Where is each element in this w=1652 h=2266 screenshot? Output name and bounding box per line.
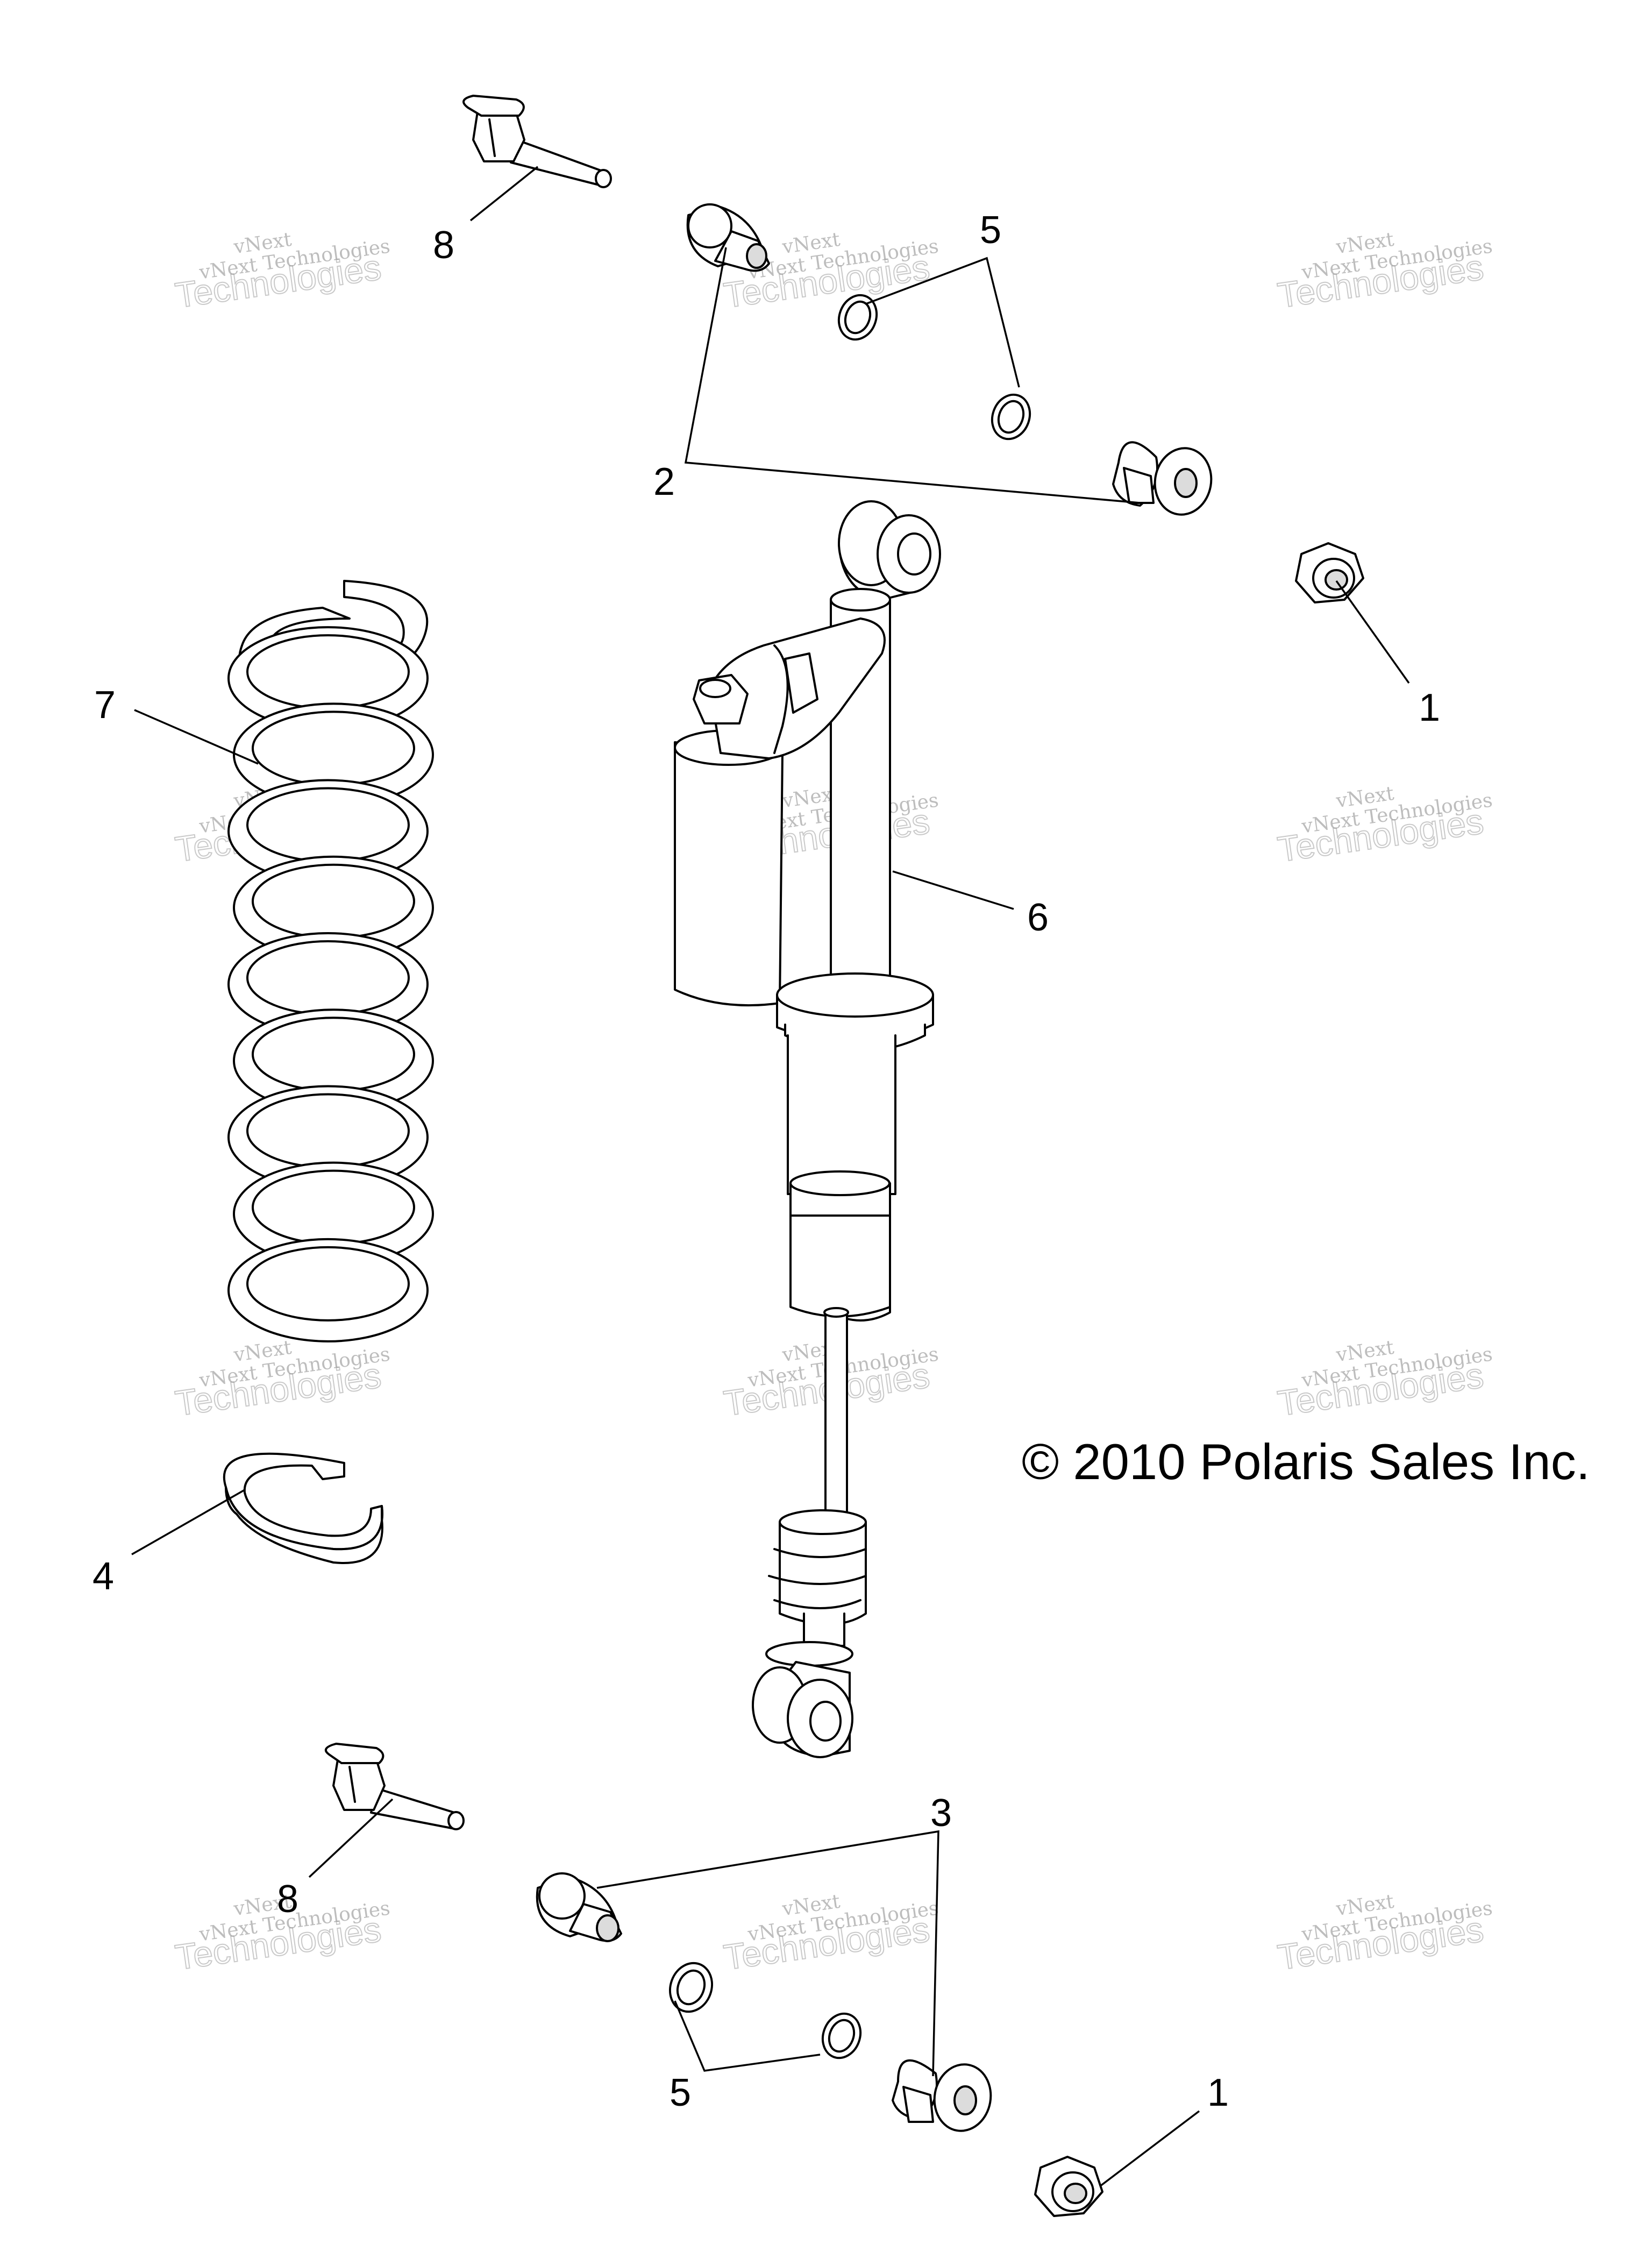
callout-bushing-top: 2	[653, 460, 675, 503]
spring-retainer	[223, 1452, 383, 1564]
callout-bolt-top: 8	[433, 224, 454, 267]
bushing-bottom-left	[536, 1872, 622, 1942]
watermark: Technologies vNext vNext Technologies	[1274, 229, 1494, 316]
bolt-bottom	[324, 1743, 465, 1830]
callout-bushing-bottom: 3	[930, 1792, 952, 1835]
rings-top	[837, 294, 1031, 441]
callout-nut-bottom: 1	[1207, 2071, 1229, 2114]
callout-nut-top: 1	[1419, 686, 1440, 729]
watermark: Technologies vNext vNext Technologies	[721, 1891, 940, 1978]
callout-spring: 7	[94, 684, 116, 727]
nut-bottom	[1034, 2156, 1103, 2217]
watermark: Technologies vNext vNext Technologies	[1274, 783, 1494, 870]
callouts: 8 5 2 1 7 6 4 3 8 5 1	[92, 209, 1440, 2114]
nut-top	[1295, 542, 1364, 603]
callout-bolt-bottom: 8	[277, 1878, 298, 1921]
watermark: Technologies vNext vNext Technologies	[1274, 1891, 1494, 1978]
spring	[227, 580, 434, 1342]
copyright-notice: © 2010 Polaris Sales Inc.	[1022, 1433, 1590, 1490]
bolt-top	[462, 95, 612, 188]
watermark: Technologies vNext vNext Technologies	[172, 229, 391, 316]
bushing-top-right	[1112, 441, 1213, 516]
callout-retainer: 4	[92, 1555, 114, 1598]
shock-absorber	[674, 500, 941, 1758]
bushing-top-left	[686, 203, 770, 272]
callout-ring-top: 5	[980, 209, 1001, 252]
leader-lines	[131, 166, 1410, 2187]
watermark: Technologies vNext vNext Technologies	[1274, 1337, 1494, 1424]
rings-bottom	[668, 1962, 862, 2059]
callout-shock: 6	[1027, 896, 1049, 939]
bushing-bottom-right	[892, 2059, 992, 2132]
callout-ring-bottom: 5	[670, 2071, 691, 2114]
